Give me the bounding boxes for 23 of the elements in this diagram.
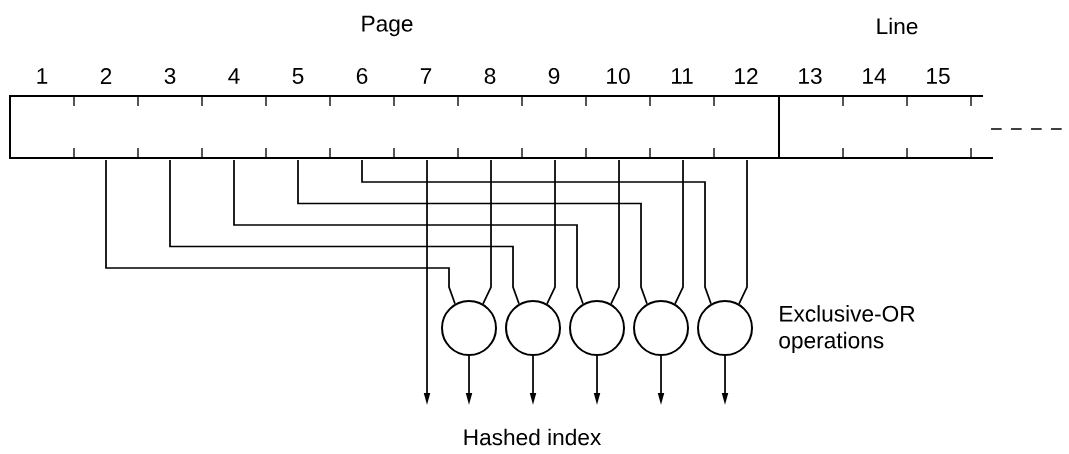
field-heading: Line (877, 17, 918, 35)
axis-caption: Hashed index (464, 428, 601, 446)
connector (674, 159, 684, 305)
xor-circle (441, 300, 497, 356)
bit-number: 13 (799, 68, 822, 85)
bit-number: 12 (735, 68, 758, 84)
note: Exclusive-OR operations (779, 305, 915, 353)
connector (546, 159, 556, 305)
connector (233, 159, 584, 305)
connector (610, 159, 620, 305)
bit-number: 15 (927, 68, 950, 84)
connector (738, 159, 748, 305)
xor-circle (697, 300, 753, 356)
connector (169, 159, 520, 305)
connector (361, 159, 712, 305)
connector (105, 159, 456, 305)
xor-circle (505, 300, 561, 356)
xor-circle (633, 300, 689, 356)
field-heading: Page (362, 15, 413, 37)
connector (482, 159, 492, 305)
connector (297, 159, 648, 305)
xor-circle (569, 300, 625, 356)
bit-number: 14 (863, 68, 886, 84)
